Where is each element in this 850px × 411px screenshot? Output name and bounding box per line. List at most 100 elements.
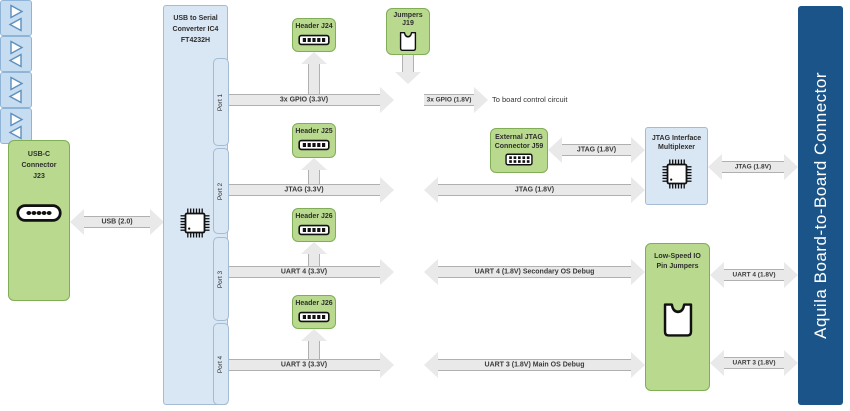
- header-j25-box: Header J25: [292, 123, 336, 158]
- arrow-head-up: [301, 52, 327, 64]
- header-j26-uart3-up-arrow: [301, 329, 327, 359]
- usbc-line2: Connector: [21, 161, 57, 169]
- jtag-1v8-board-label: JTAG (1.8V): [734, 163, 772, 171]
- header-j25-label: Header J25: [295, 128, 333, 135]
- board-connector-label: Aquila Board-to-Board Connector: [810, 72, 830, 339]
- arrow-head-left: [70, 209, 84, 235]
- jtag-1v8-external-arrow: JTAG (1.8V): [548, 137, 645, 163]
- dual-row-header-icon: [505, 153, 533, 166]
- uart4-1v8-board-label: UART 4 (1.8V): [732, 271, 776, 279]
- jumpers-j19-line2: J19: [402, 20, 414, 28]
- uart4-3v3-arrow: UART 4 (3.3V): [228, 259, 394, 285]
- arrow-head-right: [631, 137, 645, 163]
- gpio-3v3-arrow: 3x GPIO (3.3V): [228, 87, 394, 113]
- jtag-1v8-shifter-mux-arrow: JTAG (1.8V): [424, 177, 645, 203]
- gpio-1v8-arrow: 3x GPIO (1.8V): [424, 87, 488, 113]
- arrow-head-left: [710, 262, 724, 288]
- jtag-mux-line2: Multiplexer: [658, 144, 695, 152]
- mux-chip-icon: [662, 159, 691, 189]
- header-j26-uart3-label: Header J26: [295, 300, 333, 307]
- converter-port-1: Port 1: [213, 58, 229, 146]
- jumper-icon: [663, 302, 692, 337]
- uart3-1v8-board-arrow: UART 3 (1.8V): [710, 350, 798, 376]
- arrow-head-right: [474, 87, 488, 113]
- port-3-label: Port 3: [217, 270, 225, 288]
- arrow-head-right: [380, 352, 394, 378]
- arrow-head-right: [784, 350, 798, 376]
- header-j24-up-arrow: [301, 52, 327, 94]
- usbc-line1: USB-C: [27, 151, 51, 158]
- arrow-head-right: [631, 352, 645, 378]
- jumpers-j19-down-arrow: [395, 55, 421, 84]
- jumpers-j19-line1: Jumpers: [393, 12, 423, 19]
- uart4-1v8-label: UART 4 (1.8V) Secondary OS Debug: [474, 268, 595, 276]
- header-j26-uart4-up-arrow: [301, 242, 327, 266]
- uart3-1v8-label: UART 3 (1.8V) Main OS Debug: [484, 361, 585, 369]
- usb-arrow-label: USB (2.0): [101, 218, 133, 226]
- uart3-3v3-arrow: UART 3 (3.3V): [228, 352, 394, 378]
- arrow-head-left: [424, 259, 438, 285]
- arrow-head-right: [784, 154, 798, 180]
- port-4-label: Port 4: [217, 355, 225, 373]
- uart4-1v8-arrow: UART 4 (1.8V) Secondary OS Debug: [424, 259, 645, 285]
- arrow-head-right: [380, 177, 394, 203]
- arrow-head-down: [395, 72, 421, 84]
- converter-line1: USB to Serial: [173, 15, 218, 22]
- arrow-head-right: [380, 87, 394, 113]
- arrow-head-right: [631, 177, 645, 203]
- ft4232h-chip-icon: [180, 208, 210, 238]
- arrow-head-left: [710, 350, 724, 376]
- usbc-line3: J23: [33, 172, 45, 180]
- uart4-1v8-board-arrow: UART 4 (1.8V): [710, 262, 798, 288]
- converter-line2: Converter IC4: [172, 25, 219, 33]
- level-shifter-icon: [8, 112, 24, 140]
- arrow-head-right: [631, 259, 645, 285]
- level-shifter-uart4: [0, 72, 32, 108]
- jtag-3v3-arrow: JTAG (3.3V): [228, 177, 394, 203]
- arrow-head-left: [548, 137, 562, 163]
- board-connector-bar: Aquila Board-to-Board Connector: [798, 6, 843, 405]
- level-shifter-icon: [8, 40, 24, 68]
- header-j26-uart4-label: Header J26: [295, 213, 333, 220]
- arrow-head-right: [150, 209, 164, 235]
- usb-arrow: USB (2.0): [70, 209, 164, 235]
- uart3-1v8-arrow: UART 3 (1.8V) Main OS Debug: [424, 352, 645, 378]
- to-board-control-label: To board control circuit: [492, 95, 568, 104]
- uart4-3v3-label: UART 4 (3.3V): [280, 268, 328, 276]
- arrow-head-up: [301, 329, 327, 341]
- low-speed-io-box: Low-Speed IO Pin Jumpers: [645, 243, 710, 391]
- uart3-1v8-board-label: UART 3 (1.8V): [732, 359, 776, 367]
- usb-c-port-icon: [16, 203, 62, 222]
- low-speed-io-line2: Pin Jumpers: [656, 262, 699, 270]
- arrow-head-left: [424, 177, 438, 203]
- external-jtag-line2: Connector J59: [494, 143, 544, 151]
- arrow-head-right: [784, 262, 798, 288]
- arrow-head-right: [380, 259, 394, 285]
- pin-header-icon: [298, 34, 330, 46]
- header-j24-label: Header J24: [295, 23, 333, 30]
- jumper-icon: [399, 31, 417, 51]
- arrow-head-left: [708, 154, 722, 180]
- level-shifter-icon: [8, 76, 24, 104]
- level-shifter-uart3: [0, 108, 32, 144]
- port-2-label: Port 2: [217, 182, 225, 200]
- jtag-1v8-external-label: JTAG (1.8V): [576, 146, 617, 154]
- converter-port-3: Port 3: [213, 237, 229, 321]
- jtag-1v8-board-arrow: JTAG (1.8V): [708, 154, 798, 180]
- header-j25-up-arrow: [301, 158, 327, 184]
- port-1-label: Port 1: [217, 93, 225, 111]
- jumpers-j19-box: Jumpers J19: [386, 8, 430, 55]
- converter-port-4: Port 4: [213, 323, 229, 405]
- usbc-connector-box: USB-C Connector J23: [8, 140, 70, 301]
- jtag-3v3-label: JTAG (3.3V): [284, 186, 324, 194]
- uart3-3v3-label: UART 3 (3.3V): [280, 361, 328, 369]
- external-jtag-box: External JTAG Connector J59: [490, 128, 548, 173]
- external-jtag-line1: External JTAG: [495, 134, 543, 141]
- gpio-1v8-label: 3x GPIO (1.8V): [426, 96, 472, 104]
- level-shifter-jtag: [0, 36, 32, 72]
- header-j24-box: Header J24: [292, 18, 336, 52]
- converter-line3: FT4232H: [180, 36, 211, 44]
- jtag-1v8-shifter-mux-label: JTAG (1.8V): [514, 186, 555, 194]
- arrow-head-up: [301, 242, 327, 254]
